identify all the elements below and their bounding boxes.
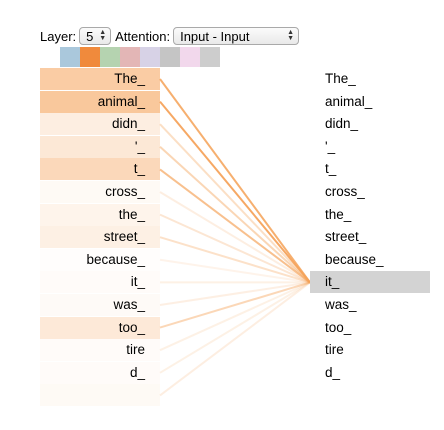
left-token[interactable]: tire bbox=[40, 339, 160, 362]
left-token[interactable]: because_ bbox=[86, 251, 145, 267]
left-token[interactable]: the_ bbox=[40, 203, 160, 226]
head-swatch-5[interactable] bbox=[140, 47, 160, 67]
left-token[interactable]: it_ bbox=[40, 271, 160, 294]
head-swatches bbox=[60, 47, 220, 67]
left-token[interactable]: The_ bbox=[40, 68, 160, 90]
right-token[interactable]: t_ bbox=[325, 161, 337, 177]
attention-line bbox=[159, 236, 311, 284]
right-token[interactable]: because_ bbox=[325, 251, 384, 267]
attention-line bbox=[159, 281, 311, 329]
head-swatch-2[interactable] bbox=[80, 47, 100, 67]
controls-bar: Layer: 5 ▲▼ Attention: Input - Input ▲▼ bbox=[40, 26, 300, 46]
select-arrows-icon: ▲▼ bbox=[287, 29, 295, 42]
left-token[interactable]: didn_ bbox=[40, 113, 160, 136]
attention-line bbox=[159, 281, 311, 397]
head-swatch-4[interactable] bbox=[120, 47, 140, 67]
attention-line bbox=[159, 100, 311, 284]
attention-line bbox=[159, 213, 311, 284]
left-token[interactable]: '_ bbox=[40, 135, 160, 158]
attention-line bbox=[159, 146, 311, 284]
right-token[interactable]: the_ bbox=[325, 206, 352, 222]
right-token[interactable]: was_ bbox=[325, 297, 357, 312]
right-token[interactable]: cross_ bbox=[325, 184, 365, 199]
attention-line bbox=[159, 281, 311, 306]
layer-value: 5 bbox=[86, 28, 94, 44]
head-swatch-7[interactable] bbox=[180, 47, 200, 67]
attention-line bbox=[159, 168, 311, 284]
left-token[interactable]: too_ bbox=[40, 316, 160, 339]
left-token[interactable]: d_ bbox=[40, 361, 160, 384]
left-token[interactable]: animal_ bbox=[40, 90, 160, 113]
layer-label: Layer: bbox=[40, 28, 77, 44]
attention-label: Attention: bbox=[115, 28, 171, 44]
attention-value: Input - Input bbox=[180, 28, 250, 44]
right-token[interactable]: didn_ bbox=[325, 116, 359, 132]
right-token[interactable]: tire bbox=[325, 342, 344, 358]
right-token[interactable]: animal_ bbox=[325, 93, 373, 109]
select-arrows-icon: ▲▼ bbox=[99, 29, 107, 42]
left-token[interactable]: t_ bbox=[40, 158, 160, 181]
left-token[interactable]: street_ bbox=[40, 226, 160, 249]
attention-line bbox=[159, 78, 311, 283]
right-token-selected[interactable]: it_ bbox=[310, 271, 430, 294]
right-token[interactable]: d_ bbox=[325, 364, 341, 380]
attention-line bbox=[159, 281, 311, 374]
left-token[interactable]: was_ bbox=[40, 294, 160, 316]
attention-line bbox=[159, 281, 311, 352]
head-swatch-6[interactable] bbox=[160, 47, 180, 67]
head-swatch-8[interactable] bbox=[200, 47, 220, 67]
head-swatch-3[interactable] bbox=[100, 47, 120, 67]
attention-select[interactable]: Input - Input ▲▼ bbox=[173, 27, 300, 45]
left-token[interactable]: cross_ bbox=[40, 181, 160, 203]
attention-line bbox=[159, 191, 311, 284]
right-token[interactable]: too_ bbox=[325, 319, 352, 335]
right-token[interactable]: street_ bbox=[325, 229, 367, 245]
right-token[interactable]: '_ bbox=[325, 138, 336, 154]
head-swatch-1[interactable] bbox=[60, 47, 80, 67]
attention-line bbox=[159, 123, 311, 284]
right-token[interactable]: The_ bbox=[325, 71, 356, 86]
attention-line bbox=[159, 258, 311, 284]
layer-select[interactable]: 5 ▲▼ bbox=[79, 27, 112, 45]
left-token[interactable] bbox=[40, 384, 160, 407]
